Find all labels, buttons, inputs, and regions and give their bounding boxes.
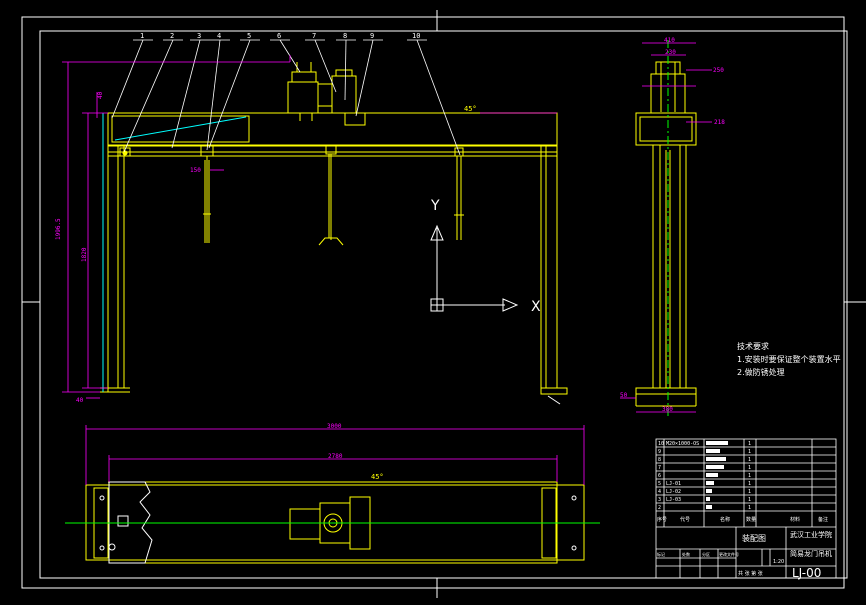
dim-overall-height: 1996.5 <box>55 218 62 240</box>
plan-view: 3000 2780 45° <box>65 423 600 564</box>
tb-row-qty: 1 <box>748 457 751 463</box>
plan-slope-mark: 45° <box>371 473 384 481</box>
part-number-8: 8 <box>343 32 347 40</box>
side-dim-texts: 410 230 250 218 380 50 <box>620 37 725 413</box>
plan-end-caps <box>99 481 577 564</box>
tech-line-1: 1.安装时要保证整个装置水平 <box>737 354 841 364</box>
title-block-main: 装配图 武汉工业学院 简易龙门吊机 1:20 共 张 第 张 LJ-00 <box>738 530 832 580</box>
plan-dim-inner: 2780 <box>328 453 343 460</box>
tb-row-no: 3 <box>658 497 661 503</box>
title-block-fills <box>706 441 728 509</box>
part-number-4: 4 <box>217 32 221 40</box>
drawing-frame <box>21 10 866 598</box>
title-block-rows: 10 M20×1000-OS 1 9 1 8 1 7 1 6 1 5 LJ-01… <box>658 441 751 511</box>
part-leaders <box>111 39 461 156</box>
part-number-6: 6 <box>277 32 281 40</box>
tb-hdr-no: 序号 <box>657 516 667 523</box>
tb-row-qty: 1 <box>748 441 751 447</box>
tb-row-qty: 1 <box>748 505 751 511</box>
ucs-icon <box>430 224 519 312</box>
tb-row-no: 7 <box>658 465 661 471</box>
motor-gearbox <box>287 62 366 126</box>
tb-sign-mark: 标记 <box>657 551 665 557</box>
ucs-y-label: Y <box>430 198 440 214</box>
front-dimensions <box>62 55 557 399</box>
side-dim-base-left: 50 <box>620 392 628 399</box>
tb-sheet: 共 张 第 张 <box>738 570 763 577</box>
plan-dim-overall: 3000 <box>327 423 342 430</box>
side-dim-top: 410 <box>664 37 675 44</box>
side-dim-base: 380 <box>662 406 673 413</box>
tb-row-qty: 1 <box>748 449 751 455</box>
tech-line-2: 2.做防锈处理 <box>737 367 785 377</box>
tb-row-qty: 1 <box>748 497 751 503</box>
hook-right <box>454 147 464 240</box>
tb-hdr-material: 材料 <box>790 516 800 523</box>
tb-row-code: LJ-02 <box>666 489 681 495</box>
tech-requirements: 技术要求 1.安装时要保证整个装置水平 2.做防锈处理 <box>737 341 841 377</box>
tb-assembly-label: 装配图 <box>742 533 766 543</box>
part-number-7: 7 <box>312 32 316 40</box>
tb-row-no: 9 <box>658 449 661 455</box>
tb-hdr-qty: 数量 <box>746 516 756 523</box>
part-number-1: 1 <box>140 32 144 40</box>
side-view: 410 230 250 218 380 50 <box>620 37 725 416</box>
tb-row-no: 5 <box>658 481 661 487</box>
dim-inner-height: 1820 <box>81 247 88 262</box>
tb-row-no: 4 <box>658 489 661 495</box>
part-number-10: 10 <box>412 32 420 40</box>
tb-row-no: 10 <box>658 441 664 447</box>
title-block <box>655 438 837 579</box>
side-dim-mid: 230 <box>665 49 676 56</box>
front-dim-texts: 1996.5 1820 40 40 150 <box>55 91 201 404</box>
tb-row-code: M20×1000-OS <box>666 441 699 447</box>
tb-row-qty: 1 <box>748 489 751 495</box>
tb-hdr-code: 代号 <box>680 516 690 523</box>
part-number-2: 2 <box>170 32 174 40</box>
dim-small-base: 40 <box>76 397 84 404</box>
title-block-sign-row: 标记 处数 分区 更改文件号 <box>657 551 739 557</box>
tb-drawing-no: LJ-00 <box>792 566 821 580</box>
tb-row-no: 2 <box>658 505 661 511</box>
dim-hook: 150 <box>190 167 201 174</box>
part-number-3: 3 <box>197 32 201 40</box>
tb-row-no: 8 <box>658 457 661 463</box>
tb-row-code: LJ-03 <box>666 497 681 503</box>
right-leg <box>540 113 568 405</box>
trolley-left <box>119 144 214 243</box>
front-view: 1996.5 1820 40 40 150 45° 1 2 3 4 5 6 7 … <box>55 32 568 405</box>
tb-hdr-remark: 备注 <box>818 516 828 523</box>
side-dimensions <box>620 42 712 413</box>
tb-row-no: 6 <box>658 473 661 479</box>
tb-hdr-name: 名称 <box>720 516 730 523</box>
part-number-labels: 1 2 3 4 5 6 7 8 9 10 <box>140 32 420 40</box>
side-dim-right: 250 <box>713 67 724 74</box>
tb-scale: 1:20 <box>773 559 784 565</box>
ucs-x-label: X <box>531 299 541 315</box>
tb-design-title: 简易龙门吊机 <box>790 549 832 558</box>
trolley-middle <box>318 145 344 246</box>
title-block-header: 序号 代号 名称 数量 材料 备注 <box>657 516 828 523</box>
tb-row-qty: 1 <box>748 473 751 479</box>
part-number-9: 9 <box>370 32 374 40</box>
side-dim-mid2: 218 <box>714 119 725 126</box>
tech-title: 技术要求 <box>737 341 769 351</box>
tb-row-qty: 1 <box>748 481 751 487</box>
tb-row-code: LJ-01 <box>666 481 681 487</box>
dim-small-left: 40 <box>97 91 104 99</box>
tb-school: 武汉工业学院 <box>790 530 832 539</box>
tb-sign-zone: 分区 <box>702 551 710 557</box>
slope-mark: 45° <box>464 105 477 113</box>
tb-row-qty: 1 <box>748 465 751 471</box>
tb-sign-count: 处数 <box>682 551 690 557</box>
side-structure <box>635 61 697 407</box>
part-number-5: 5 <box>247 32 251 40</box>
plan-dimensions <box>85 425 585 485</box>
top-beam <box>107 112 558 157</box>
tb-sign-file: 更改文件号 <box>719 551 739 557</box>
